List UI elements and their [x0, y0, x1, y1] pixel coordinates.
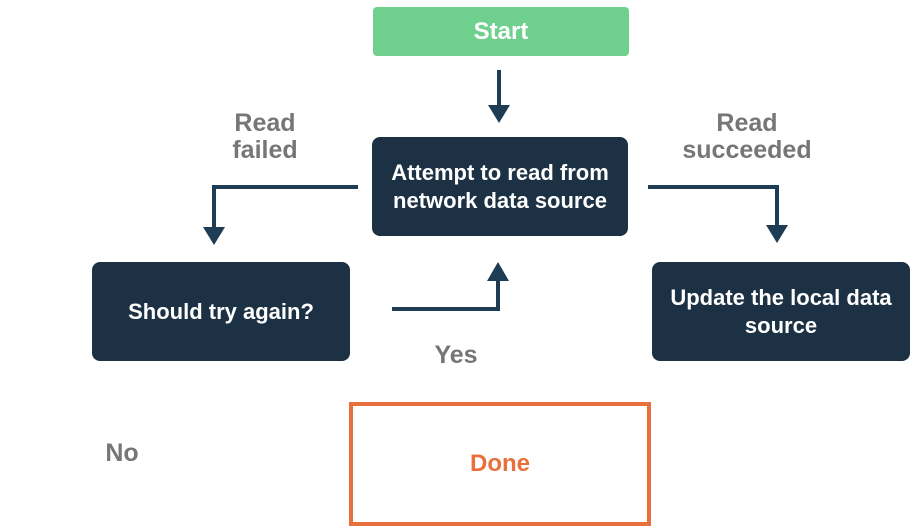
edge-label-yes: Yes: [434, 341, 478, 369]
node-start: Start: [373, 7, 629, 56]
edge-label-no: No: [105, 439, 139, 467]
node-done: Done: [349, 402, 651, 526]
edge-start-to-attempt: [488, 70, 510, 123]
edge-attempt-to-should-try: [203, 185, 358, 245]
node-attempt-read: Attempt to read from network data source: [372, 137, 628, 236]
edge-label-read-failed: Read failed: [232, 109, 298, 164]
node-should-try-again: Should try again?: [92, 262, 350, 361]
node-update-local-data: Update the local data source: [652, 262, 910, 361]
edge-should-try-to-attempt: [392, 262, 509, 311]
edge-label-read-succeeded: Read succeeded: [682, 109, 812, 164]
edge-attempt-to-update: [648, 185, 788, 243]
